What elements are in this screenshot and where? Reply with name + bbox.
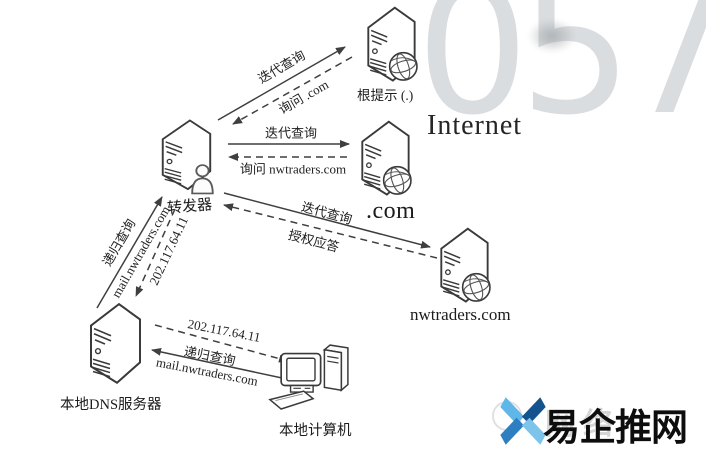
edge-nwtraders-to-forwarder xyxy=(223,203,438,259)
edge-label-iterative-query-com: 迭代查询 xyxy=(264,125,318,141)
local-dns-label: 本地DNS服务器 xyxy=(60,397,162,413)
internet-region-label: Internet xyxy=(427,110,523,141)
local-computer-label: 本地计算机 xyxy=(279,423,352,439)
edge-localdns-to-computer xyxy=(154,324,289,363)
edge-forwarder-to-root xyxy=(217,46,346,121)
edge-forwarder-to-nwtraders xyxy=(223,192,431,249)
edge-root-to-forwarder xyxy=(232,56,353,125)
edge-computer-to-localdns xyxy=(151,347,297,382)
scan-smudge xyxy=(521,14,583,58)
brand-watermark-text: 易企推网络 xyxy=(543,408,688,449)
forwarder-label: 转发器 xyxy=(166,197,213,217)
edge-label-ask-nwtraders: 询问 nwtraders.com xyxy=(239,161,347,177)
brand-echo-text: 网络 xyxy=(545,408,621,441)
pinwheel-x-logo xyxy=(500,397,546,445)
root-hints-server-icon xyxy=(360,3,418,90)
forwarder-server-icon xyxy=(155,116,214,195)
com-server-icon xyxy=(354,117,412,204)
nwtraders-server-icon xyxy=(433,224,491,311)
root-hints-label: 根提示 (.) xyxy=(357,88,414,103)
edge-localdns-to-forwarder xyxy=(96,196,163,309)
local-dns-server-icon xyxy=(83,299,147,393)
edge-forwarder-to-localdns xyxy=(135,208,176,297)
nwtraders-label: nwtraders.com xyxy=(410,305,511,324)
com-label: .com xyxy=(366,198,416,224)
local-computer-icon xyxy=(268,340,362,416)
